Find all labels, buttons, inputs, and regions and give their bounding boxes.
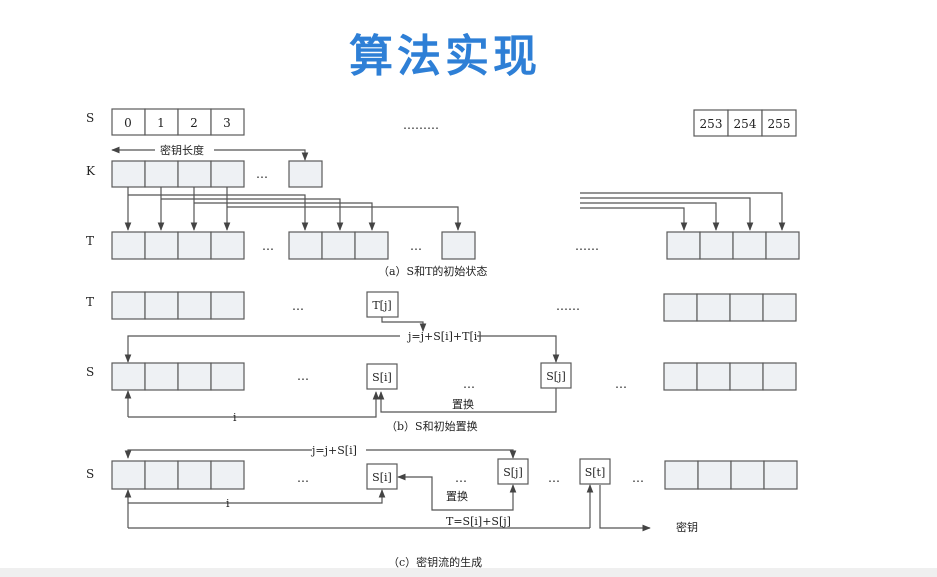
row-label-s: S [86, 111, 94, 125]
swap-label: 置换 [452, 397, 474, 411]
panel-c: j=j+S[i] S … S[i] … S[j] … S[t] … 置换 i T… [86, 444, 798, 569]
key-length-label: 密钥长度 [160, 143, 204, 157]
formula-b: j=j+S[i]+T[i] [406, 330, 482, 343]
formula-c-arrow-left [124, 449, 312, 459]
t-ellipsis: …… [556, 299, 580, 313]
s-cell [727, 109, 763, 137]
t-ellipsis: … [292, 299, 304, 313]
panel-b: T … …… T[j] j=j+S[i]+T[i] S [86, 291, 797, 433]
s-ellipsis: … [548, 471, 560, 485]
formula-c-arrow-right [366, 449, 517, 459]
i-line [128, 391, 380, 418]
swap-arrow-c-right [431, 484, 517, 511]
sj-label: S[j] [503, 466, 523, 479]
k-ellipsis: … [256, 167, 268, 181]
formula-arrow-right [477, 335, 560, 363]
s-cell-value: 255 [768, 117, 791, 131]
k-cell [144, 160, 179, 188]
k-array [111, 160, 323, 188]
sj-box [540, 362, 572, 389]
si-box [366, 363, 398, 390]
s-cell [111, 108, 146, 136]
key-label: 密钥 [676, 520, 698, 534]
si-box [366, 463, 398, 490]
key-output-arrow [599, 485, 651, 532]
k-cell [288, 160, 323, 188]
s-cell [693, 109, 729, 137]
tj-box [366, 291, 399, 318]
s-cell-value: 253 [700, 117, 723, 131]
swap-arrow [377, 388, 557, 413]
s-cell-value: 1 [157, 116, 165, 130]
s-cell [177, 108, 212, 136]
s-cell [144, 108, 179, 136]
t-formula: T=S[i]+S[j] [446, 515, 511, 528]
t-ellipsis: …… [575, 239, 599, 253]
s-ellipsis: … [297, 369, 309, 383]
s-cell-value: 2 [190, 116, 198, 130]
key-length-arrow-right [214, 149, 309, 161]
s-ellipsis: … [615, 377, 627, 391]
s-array-c [111, 460, 798, 490]
i-label: i [226, 497, 230, 510]
row-label-s: S [86, 365, 94, 379]
swap-arrow-c-left [397, 473, 433, 488]
caption-b: （b）S和初始置换 [386, 419, 478, 433]
i-line-c [128, 489, 386, 504]
page-title: 算法实现 [349, 31, 541, 82]
si-label: S[i] [372, 371, 392, 384]
sj-box [497, 458, 529, 485]
s-ellipsis: … [455, 471, 467, 485]
s-ellipsis: … [297, 471, 309, 485]
caption-c: （c）密钥流的生成 [388, 555, 482, 569]
s-ellipsis: ……… [403, 118, 439, 132]
i-label: i [233, 411, 237, 424]
t-ellipsis: … [410, 239, 422, 253]
tj-arrow [381, 317, 427, 332]
caption-a: （a）S和T的初始状态 [378, 264, 487, 278]
row-label-t: T [86, 234, 94, 248]
s-cell-value: 0 [124, 116, 132, 130]
tj-label: T[j] [372, 299, 391, 312]
k-cell [111, 160, 146, 188]
sj-label: S[j] [546, 370, 566, 383]
s-array-first: 0 1 2 3 [111, 108, 245, 136]
st-label: S[t] [585, 466, 606, 479]
s-cell [761, 109, 797, 137]
panel-a: S 0 1 2 3 ……… 253 254 255 密钥长度 K [86, 108, 800, 278]
s-array-b [111, 362, 797, 391]
row-label-t: T [86, 295, 94, 309]
s-cell [210, 108, 245, 136]
s-array-last: 253 254 255 [693, 109, 797, 137]
swap-label: 置换 [446, 489, 468, 503]
s-cell-value: 254 [734, 117, 757, 131]
st-box [579, 458, 611, 485]
t-array-b [111, 291, 797, 322]
k-cell [177, 160, 212, 188]
s-cell-value: 3 [223, 116, 231, 130]
k-to-t-arrows [124, 187, 786, 231]
t-ellipsis: … [262, 239, 274, 253]
formula-c: j=j+S[i] [310, 444, 357, 457]
s-ellipsis: … [463, 377, 475, 391]
formula-arrow-left [124, 335, 400, 363]
row-label-k: K [86, 164, 96, 178]
row-label-s: S [86, 467, 94, 481]
s-ellipsis: … [632, 471, 644, 485]
t-array [111, 231, 800, 260]
si-label: S[i] [372, 471, 392, 484]
k-cell [210, 160, 245, 188]
bottom-bar [0, 568, 937, 577]
